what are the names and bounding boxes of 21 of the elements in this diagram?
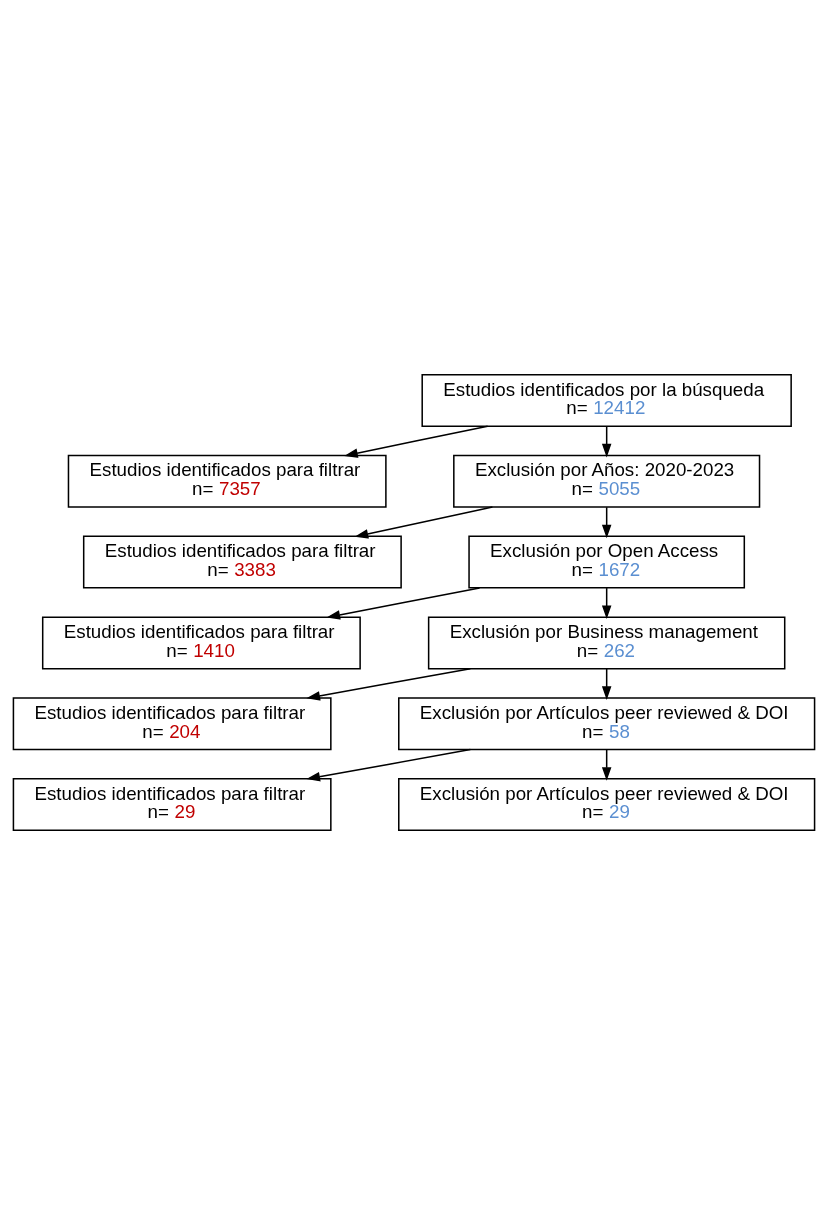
arrow <box>601 668 612 700</box>
node-box: Exclusión por Artículos peer reviewed & DOI n= 29 <box>398 778 816 832</box>
node-box: Estudios identificados para filtrar n= 1410 <box>41 616 361 670</box>
node-box: Estudios identificados para filtrar n= 29 <box>12 778 332 832</box>
node-box: Estudios identificados para filtrar n= 204 <box>12 697 332 751</box>
node-box: Exclusión por Open Access n= 1672 <box>468 535 746 589</box>
arrow <box>344 425 489 458</box>
node-box: Exclusión por Business management n= 262 <box>427 616 786 670</box>
arrow <box>601 748 612 781</box>
node-box: Estudios identificados para filtrar n= 3383 <box>82 535 402 589</box>
node-box: Exclusión por Años: 2020-2023 n= 5055 <box>453 454 761 508</box>
arrow <box>306 667 472 701</box>
arrow <box>601 587 612 620</box>
node-box: Estudios identificados para filtrar n= 7357 <box>67 454 387 508</box>
arrow <box>354 506 494 539</box>
node-box: Estudios identificados por la búsqueda n= 12412 <box>421 373 792 427</box>
arrow <box>326 587 481 620</box>
arrow <box>601 506 612 539</box>
node-box: Exclusión por Artículos peer reviewed & DOI n= 58 <box>398 697 816 751</box>
arrow <box>306 748 472 782</box>
arrow <box>601 425 612 458</box>
